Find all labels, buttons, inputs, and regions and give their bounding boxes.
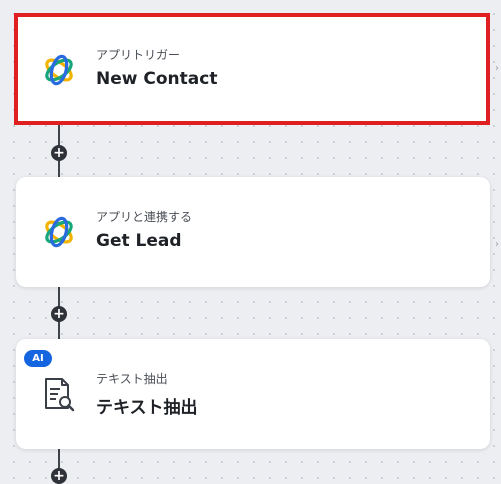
- flow-step-get-lead[interactable]: アプリと連携する Get Lead: [16, 177, 490, 287]
- flow-connector-3: [58, 447, 60, 481]
- chevron-right-icon: ›: [495, 63, 499, 74]
- add-step-button[interactable]: +: [51, 306, 67, 322]
- add-step-button[interactable]: +: [51, 468, 67, 484]
- app-integration-icon: [40, 213, 78, 251]
- ai-badge: AI: [24, 350, 52, 367]
- step-type-label: アプリと連携する: [96, 210, 193, 224]
- step-title: New Contact: [96, 69, 218, 89]
- chevron-right-icon: ›: [495, 239, 499, 250]
- step-type-label: テキスト抽出: [96, 372, 168, 386]
- step-type-label: アプリトリガー: [96, 48, 181, 62]
- flow-step-text-extraction[interactable]: テキスト抽出 テキスト抽出: [16, 339, 490, 449]
- step-title: Get Lead: [96, 231, 182, 251]
- step-title: テキスト抽出: [96, 398, 198, 418]
- add-step-button[interactable]: +: [51, 145, 67, 161]
- flow-step-new-contact[interactable]: アプリトリガー New Contact: [14, 13, 490, 125]
- app-integration-icon: [40, 51, 78, 89]
- document-search-icon: [40, 375, 78, 413]
